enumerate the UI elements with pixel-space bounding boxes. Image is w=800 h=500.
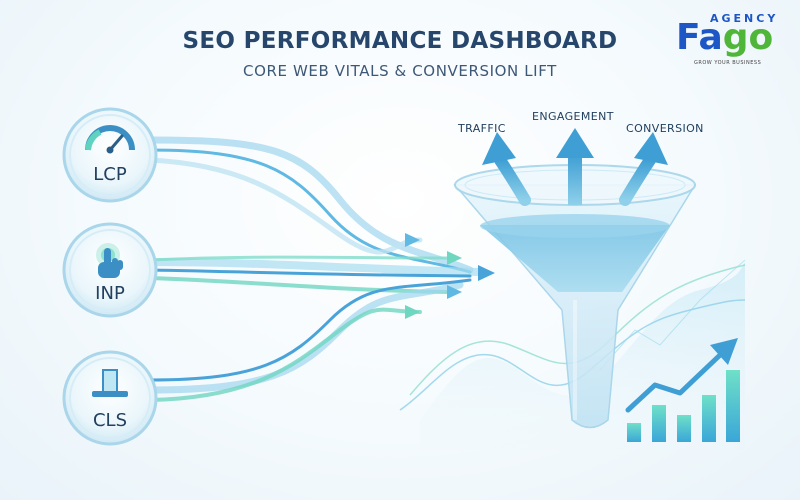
traffic-arrow bbox=[482, 132, 531, 206]
arrowhead-2 bbox=[447, 251, 462, 265]
growth-bar-2 bbox=[652, 405, 666, 442]
conversion-arrow bbox=[619, 132, 668, 206]
arrowhead-1 bbox=[405, 233, 420, 247]
tap-hand-icon bbox=[96, 243, 123, 278]
vital-lcp-node bbox=[62, 107, 158, 203]
agency-logo: AGENCY Fago GROW YOUR BUSINESS bbox=[676, 12, 786, 72]
logo-agency-text: AGENCY bbox=[710, 12, 779, 25]
vital-inp-node bbox=[62, 222, 158, 318]
arrowhead-4 bbox=[447, 285, 462, 299]
page-title: SEO PERFORMANCE DASHBOARD bbox=[182, 28, 618, 54]
engagement-arrow bbox=[556, 128, 594, 205]
growth-bar-1 bbox=[627, 423, 641, 442]
funnel-liquid bbox=[480, 225, 670, 292]
logo-word-part2: go bbox=[722, 17, 774, 58]
output-label-engagement: ENGAGEMENT bbox=[532, 110, 614, 123]
page-subtitle: CORE WEB VITALS & CONVERSION LIFT bbox=[243, 62, 557, 80]
layout-shift-icon bbox=[92, 369, 128, 397]
logo-word-part1: Fa bbox=[676, 17, 723, 58]
vital-label-lcp: LCP bbox=[93, 164, 127, 185]
growth-bar-4 bbox=[702, 395, 716, 442]
trend-arrow bbox=[625, 338, 738, 413]
output-label-conversion: CONVERSION bbox=[626, 122, 704, 135]
growth-bar-5 bbox=[726, 370, 740, 442]
logo-tagline: GROW YOUR BUSINESS bbox=[694, 60, 762, 66]
flow-streams bbox=[146, 136, 484, 402]
arrowhead-5 bbox=[405, 305, 420, 319]
growth-bar-3 bbox=[677, 415, 691, 442]
arrowhead-3 bbox=[478, 265, 495, 281]
logo-wordmark: Fago bbox=[676, 18, 773, 58]
vital-label-inp: INP bbox=[95, 283, 125, 304]
output-label-traffic: TRAFFIC bbox=[458, 122, 506, 135]
vital-label-cls: CLS bbox=[92, 410, 128, 431]
output-arrows bbox=[482, 128, 668, 206]
gauge-icon bbox=[85, 125, 135, 154]
growth-bars bbox=[627, 370, 740, 442]
stream-arrowheads bbox=[405, 233, 495, 319]
vital-cls-node bbox=[62, 350, 158, 446]
